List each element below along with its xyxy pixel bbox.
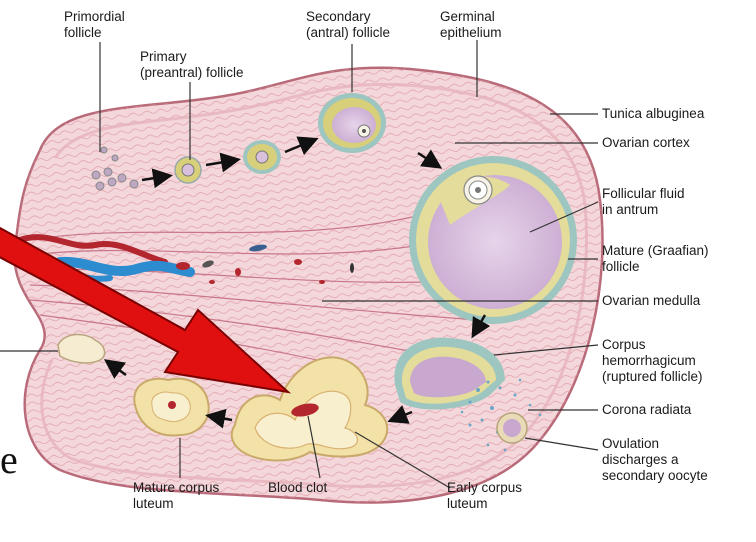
partial-letter-e: e xyxy=(0,440,18,480)
mature-graafian-follicle xyxy=(409,156,577,324)
label-germinal-epithelium: Germinal epithelium xyxy=(440,9,502,41)
label-blood-clot: Blood clot xyxy=(268,480,327,496)
label-follicular-fluid: Follicular fluid in antrum xyxy=(602,186,685,218)
label-tunica-albuginea: Tunica albuginea xyxy=(602,106,704,122)
label-mature-corpus-luteum: Mature corpus luteum xyxy=(133,480,219,512)
label-mature-follicle: Mature (Graafian) follicle xyxy=(602,243,709,275)
label-ovarian-cortex: Ovarian cortex xyxy=(602,135,690,151)
growing-follicle xyxy=(243,140,281,174)
label-corpus-hemorrhagicum: Corpus hemorrhagicum (ruptured follicle) xyxy=(602,337,703,385)
label-ovarian-medulla: Ovarian medulla xyxy=(602,293,700,309)
label-corona-radiata: Corona radiata xyxy=(602,402,691,418)
label-primary-follicle: Primary (preantral) follicle xyxy=(140,49,244,81)
label-early-corpus-luteum: Early corpus luteum xyxy=(447,480,522,512)
primary-follicle xyxy=(175,157,201,183)
label-primordial-follicle: Primordial follicle xyxy=(64,9,125,41)
label-ovulation: Ovulation discharges a secondary oocyte xyxy=(602,436,708,484)
secondary-oocyte xyxy=(497,413,527,443)
label-secondary-follicle: Secondary (antral) follicle xyxy=(306,9,390,41)
secondary-follicle xyxy=(318,93,386,153)
